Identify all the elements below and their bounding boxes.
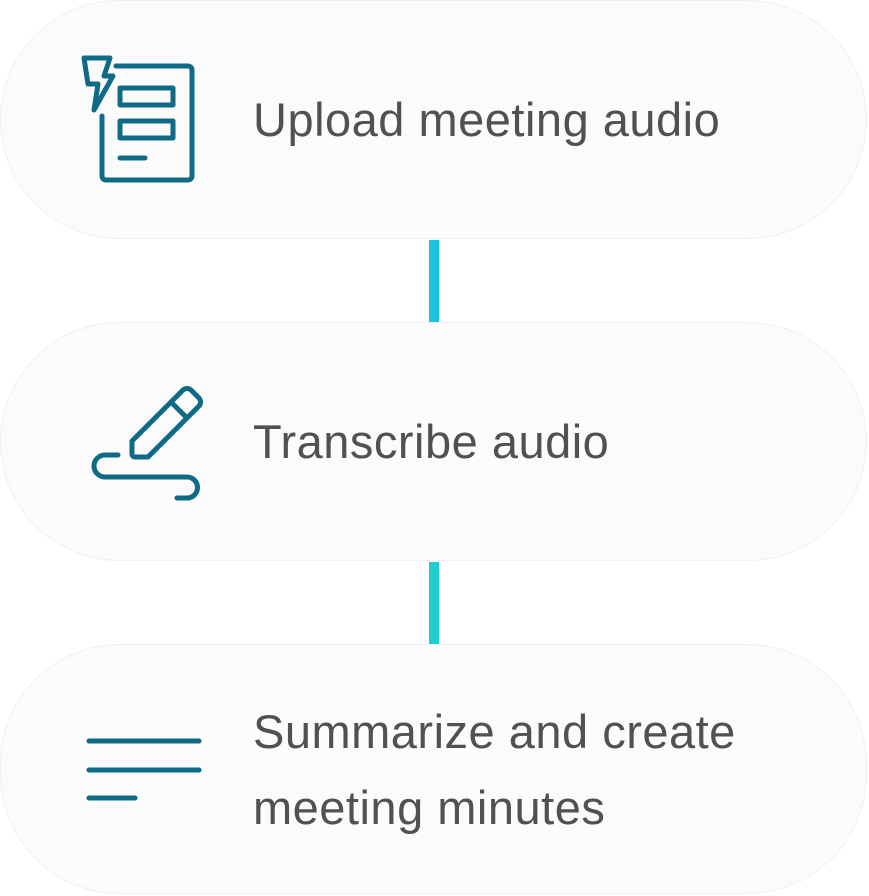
document-upload-icon xyxy=(80,52,198,184)
connector-line-2 xyxy=(429,562,439,644)
connector-line-1 xyxy=(429,240,439,322)
pen-signature-icon xyxy=(85,380,210,510)
step-label-transcribe: Transcribe audio xyxy=(253,415,610,468)
step-label-summarize: Summarize and create meeting minutes xyxy=(253,705,736,834)
step-card-transcribe xyxy=(0,322,867,561)
text-lines-icon xyxy=(85,735,205,805)
step-label-upload: Upload meeting audio xyxy=(253,93,721,146)
